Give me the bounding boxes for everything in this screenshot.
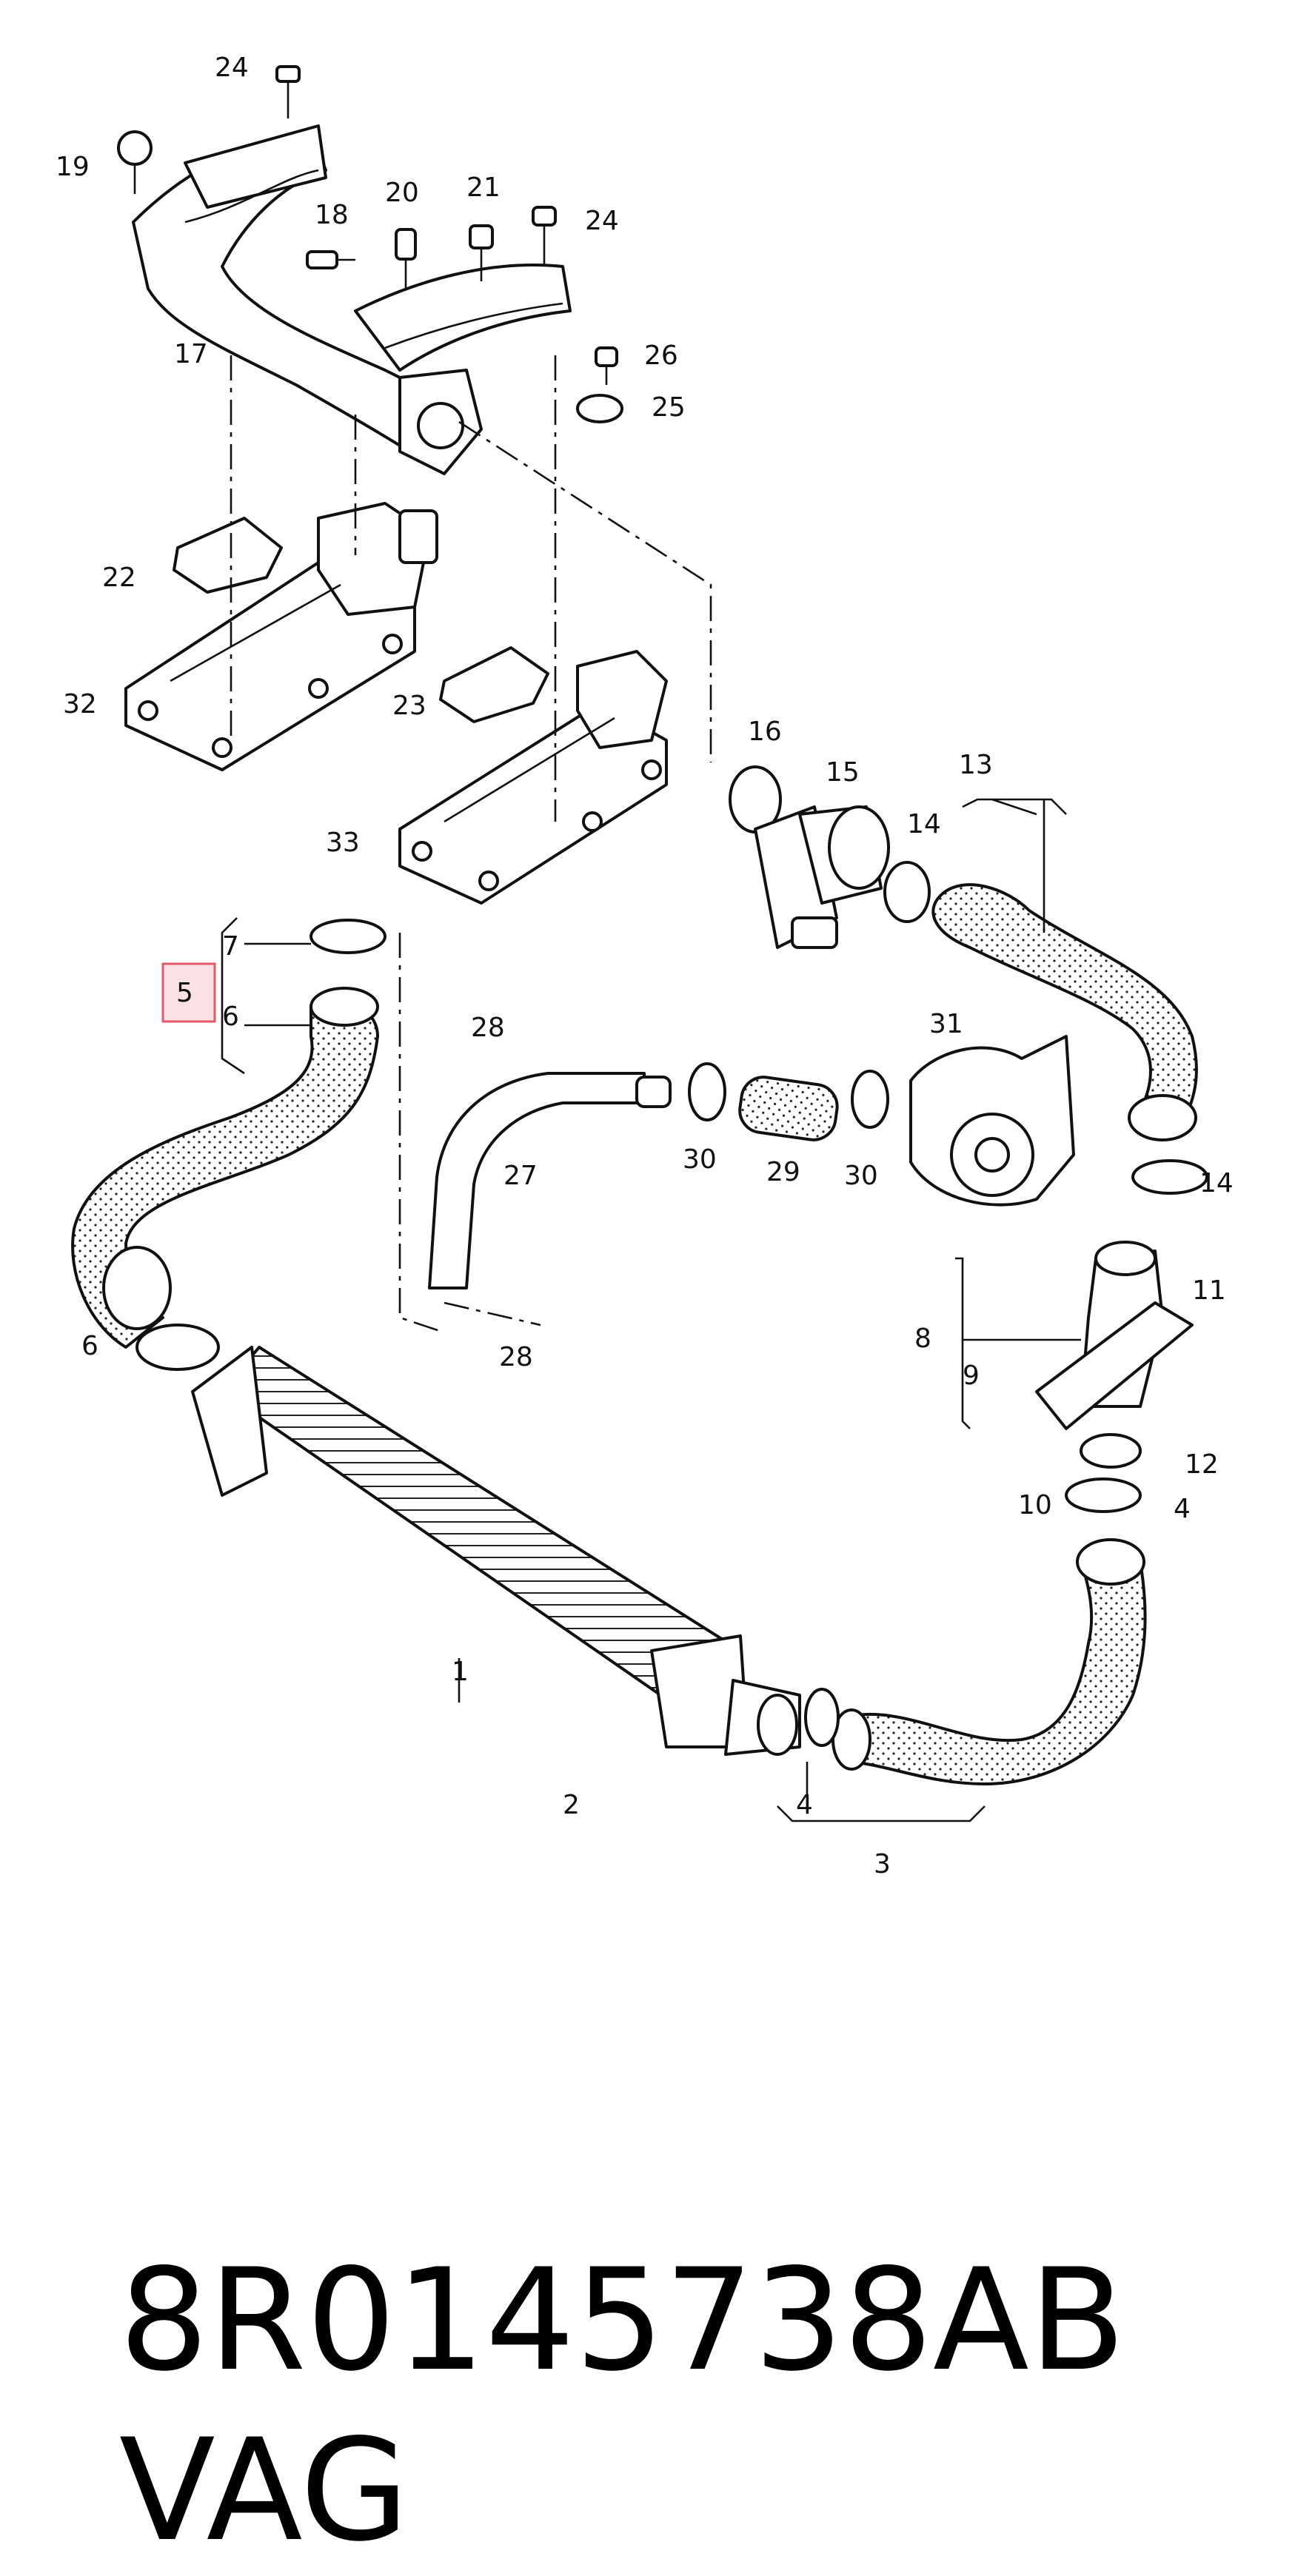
connecting-hose-29	[738, 1076, 839, 1141]
callout-19: 19	[56, 152, 90, 182]
callout-4: 4	[1174, 1494, 1191, 1524]
callout-14: 14	[1199, 1168, 1234, 1198]
callout-30: 30	[683, 1144, 717, 1175]
callout-20: 20	[385, 178, 419, 208]
callout-16: 16	[748, 717, 782, 747]
charge-air-system-exploded-diagram: 1 2 3 4 4 5 6 6 7 8 9 10 11 12 13 14 14 …	[56, 53, 1234, 1879]
throttle-body	[729, 765, 890, 949]
callout-25: 25	[652, 392, 686, 423]
callout-29: 29	[766, 1157, 800, 1187]
callout-17: 17	[174, 339, 208, 369]
gasket-22	[173, 517, 283, 594]
intercooler	[191, 1346, 801, 1756]
manifold-flange-upper	[124, 502, 438, 771]
connector-bracket-8	[1035, 1241, 1194, 1469]
callout-28: 28	[471, 1013, 505, 1043]
callout-18: 18	[315, 200, 349, 230]
turbocharger	[909, 1035, 1075, 1207]
callout-labels: 1 2 3 4 4 5 6 6 7 8 9 10 11 12 13 14 14 …	[56, 53, 1234, 1879]
callout-22: 22	[102, 563, 136, 593]
callout-1: 1	[452, 1657, 469, 1687]
callout-4: 4	[796, 1790, 813, 1820]
callout-24: 24	[585, 206, 619, 236]
callout-12: 12	[1185, 1449, 1219, 1480]
callout-24: 24	[215, 53, 249, 83]
callout-33: 33	[326, 828, 360, 858]
part-number: 8R0145738AB	[118, 2238, 1126, 2402]
callout-28: 28	[499, 1342, 533, 1372]
intake-manifold	[132, 124, 572, 475]
hose-clamps	[135, 861, 1208, 1747]
callout-7: 7	[222, 931, 239, 962]
hose-5-end	[309, 987, 379, 1027]
callout-5: 5	[176, 978, 193, 1008]
callout-23: 23	[392, 691, 426, 721]
callout-6: 6	[81, 1331, 98, 1361]
charge-air-hose-3	[843, 1560, 1147, 1785]
callout-8: 8	[914, 1324, 931, 1354]
charge-air-pipe-27	[428, 1072, 646, 1289]
callout-30: 30	[844, 1161, 878, 1191]
callout-14: 14	[907, 809, 941, 839]
hose-13-end	[1128, 1094, 1197, 1141]
callout-2: 2	[563, 1790, 580, 1820]
leader-lines	[221, 355, 1081, 1822]
callout-5-highlight	[161, 962, 216, 1023]
gasket-23	[439, 646, 549, 723]
callout-6: 6	[222, 1002, 239, 1032]
callout-3: 3	[874, 1849, 891, 1879]
callout-13: 13	[959, 750, 993, 780]
callout-27: 27	[503, 1161, 538, 1191]
caption: 8R0145738AB VAG	[30, 2065, 1288, 2572]
callout-31: 31	[929, 1009, 963, 1039]
manifold-flange-lower	[398, 650, 668, 905]
pipe-27-end	[635, 1076, 672, 1108]
callout-10: 10	[1018, 1490, 1052, 1520]
callout-26: 26	[644, 341, 678, 371]
fasteners-top	[117, 65, 623, 423]
hose-5-end-lower	[102, 1246, 172, 1330]
callout-9: 9	[963, 1361, 980, 1391]
callout-21: 21	[466, 172, 501, 203]
callout-11: 11	[1192, 1275, 1226, 1306]
callout-32: 32	[63, 689, 97, 720]
callout-15: 15	[826, 757, 860, 788]
brand-name: VAG	[118, 2409, 409, 2572]
hose-3-end	[1076, 1538, 1145, 1586]
